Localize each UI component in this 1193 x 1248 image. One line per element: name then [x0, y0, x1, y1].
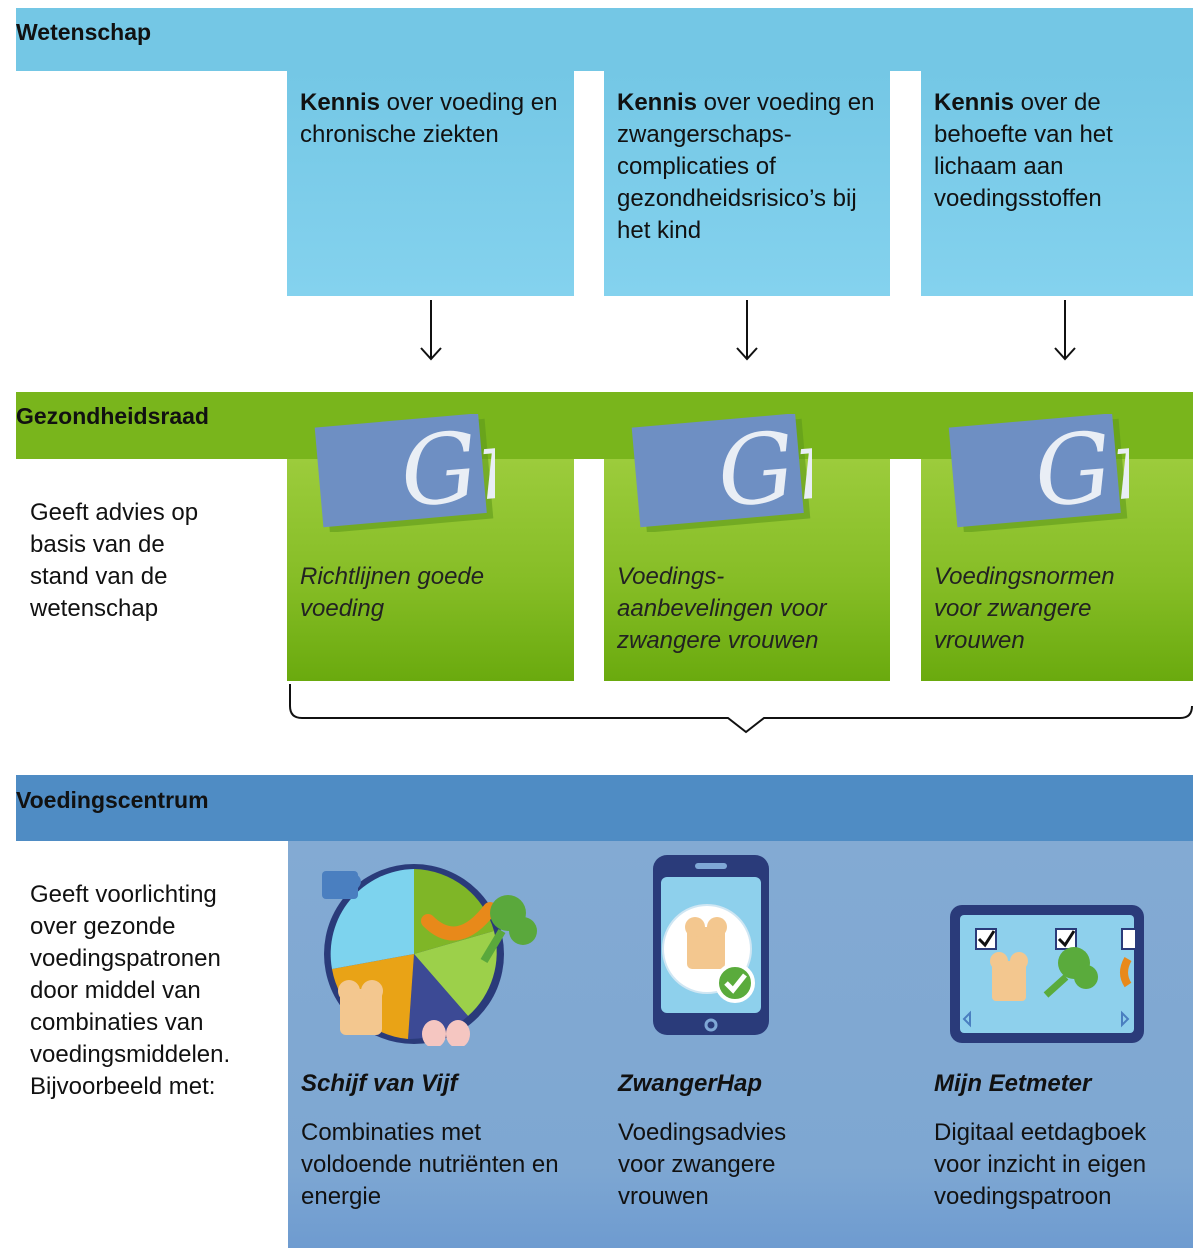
voedingscentrum-title: Voedingscentrum	[16, 787, 209, 813]
plate-icon	[322, 864, 537, 1046]
voedingscentrum-band	[16, 775, 1193, 841]
wetenschap-title: Wetenschap	[16, 19, 152, 45]
tool-zwangerhap: ZwangerHap Voedingsadvies voor zwangere …	[605, 841, 895, 1248]
gezondheidsraad-logo-icon: Gr	[948, 414, 1129, 532]
tool-description: Digitaal eetdagboek voor inzicht in eige…	[934, 1119, 1147, 1210]
tool-description: Voedingsadvies voor zwangere vrouwen	[618, 1119, 787, 1210]
tablet-app-icon	[950, 905, 1144, 1043]
tool-schijf-van-vijf: Schijf van Vijf Combinaties met voldoend…	[288, 841, 578, 1248]
knowledge-box-pregnancy: Kennis over voeding en zwangerschaps-com…	[604, 71, 890, 296]
knowledge-box-needs: Kennis over de behoefte van het lichaam …	[921, 71, 1193, 296]
gezondheidsraad-logo-icon: Gr	[314, 414, 495, 532]
knowledge-box-chronic: Kennis over voeding en chronische ziekte…	[287, 71, 574, 296]
report-title: Voedings-aanbevelingen voor zwangere vro…	[617, 563, 827, 654]
knowledge-text: over voeding en zwangerschaps-complicati…	[617, 89, 875, 244]
knowledge-keyword: Kennis	[617, 89, 698, 116]
knowledge-text: over de behoefte van het lichaam aan voe…	[934, 89, 1113, 212]
tool-name: Schijf van Vijf	[301, 1070, 458, 1097]
knowledge-text: over voeding en chronische ziekten	[300, 89, 558, 148]
down-arrow-icon	[736, 300, 758, 361]
report-card: Gr Voedingsnormen voor zwangere vrouwen	[921, 414, 1193, 681]
phone-app-icon	[653, 855, 769, 1035]
gezondheidsraad-description: Geeft advies op basis van de stand van d…	[30, 499, 199, 622]
svg-text:Gr: Gr	[1030, 414, 1129, 529]
knowledge-keyword: Kennis	[300, 89, 381, 116]
tool-name: ZwangerHap	[618, 1070, 763, 1097]
brace-connector-icon	[289, 684, 1193, 734]
report-card: Gr Richtlijnen goede voeding	[287, 414, 574, 681]
down-arrow-icon	[1054, 300, 1076, 361]
tool-name: Mijn Eetmeter	[934, 1070, 1092, 1097]
svg-text:Gr: Gr	[396, 414, 495, 529]
knowledge-keyword: Kennis	[934, 89, 1015, 116]
voedingscentrum-description: Geeft voorlichting over gezonde voedings…	[30, 881, 231, 1100]
report-title: Voedingsnormen voor zwangere vrouwen	[934, 563, 1115, 654]
tool-mijn-eetmeter: Mijn Eetmeter Digitaal eetdagboek voor i…	[921, 841, 1193, 1248]
wetenschap-band	[16, 8, 1193, 71]
gezondheidsraad-title: Gezondheidsraad	[16, 403, 209, 429]
tool-description: Combinaties met voldoende nutriënten en …	[301, 1119, 559, 1210]
gezondheidsraad-logo-icon: Gr	[631, 414, 812, 532]
svg-text:Gr: Gr	[713, 414, 812, 529]
tools-panel: Schijf van Vijf Combinaties met voldoend…	[288, 841, 1193, 1248]
down-arrow-icon	[420, 300, 442, 361]
report-card: Gr Voedings-aanbevelingen voor zwangere …	[604, 414, 890, 681]
report-title: Richtlijnen goede voeding	[300, 563, 485, 622]
